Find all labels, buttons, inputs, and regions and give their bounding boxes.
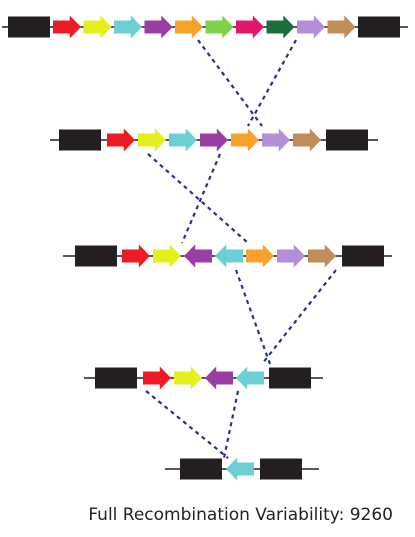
cyan-gene-arrow xyxy=(226,457,254,481)
purple-gene-arrow xyxy=(200,128,228,152)
construct-2 xyxy=(50,128,378,152)
left-terminator xyxy=(180,458,222,480)
red-gene-arrow xyxy=(107,128,135,152)
lavender-gene-arrow xyxy=(297,15,325,39)
red-gene-arrow xyxy=(122,244,150,268)
yellow-gene-arrow xyxy=(153,244,181,268)
red-gene-arrow xyxy=(143,366,171,390)
tan-gene-arrow xyxy=(327,15,356,39)
cyan-gene-arrow xyxy=(215,244,243,268)
construct-1 xyxy=(2,15,408,39)
yellow-gene-arrow xyxy=(83,15,112,39)
recombination-connector xyxy=(247,39,297,127)
lime-gene-arrow xyxy=(205,15,234,39)
left-terminator xyxy=(75,245,117,267)
construct-5 xyxy=(165,457,319,481)
recombination-connector xyxy=(261,269,337,365)
left-terminator xyxy=(95,367,137,389)
right-terminator xyxy=(342,245,384,267)
constructs-group xyxy=(2,15,408,481)
yellow-gene-arrow xyxy=(138,128,166,152)
recombination-variability-caption: Full Recombination Variability: 9260 xyxy=(88,505,393,525)
magenta-gene-arrow xyxy=(236,15,264,39)
lavender-gene-arrow xyxy=(277,244,305,268)
recombination-connector xyxy=(147,153,249,244)
red-gene-arrow xyxy=(53,15,81,39)
right-terminator xyxy=(269,367,311,389)
recombination-connector xyxy=(222,390,240,459)
recombination-connector xyxy=(234,269,272,365)
orange-gene-arrow xyxy=(175,15,203,39)
tan-gene-arrow xyxy=(293,128,321,152)
recombination-connector xyxy=(145,390,229,459)
left-terminator xyxy=(8,16,50,38)
lavender-gene-arrow xyxy=(262,128,290,152)
orange-gene-arrow xyxy=(231,128,259,152)
construct-3 xyxy=(63,244,392,268)
purple-gene-arrow xyxy=(184,244,212,268)
cyan-gene-arrow xyxy=(114,15,142,39)
recombination-connectors xyxy=(145,39,337,459)
cyan-gene-arrow xyxy=(236,366,264,390)
recombination-connector xyxy=(180,153,222,244)
purple-gene-arrow xyxy=(144,15,173,39)
orange-gene-arrow xyxy=(246,244,274,268)
construct-4 xyxy=(84,366,323,390)
yellow-gene-arrow xyxy=(174,366,202,390)
purple-gene-arrow xyxy=(205,366,233,390)
darkgreen-gene-arrow xyxy=(266,15,295,39)
right-terminator xyxy=(260,458,302,480)
recombination-connector xyxy=(197,39,263,127)
right-terminator xyxy=(326,129,368,151)
cyan-gene-arrow xyxy=(169,128,197,152)
right-terminator xyxy=(358,16,400,38)
left-terminator xyxy=(59,129,101,151)
tan-gene-arrow xyxy=(308,244,336,268)
